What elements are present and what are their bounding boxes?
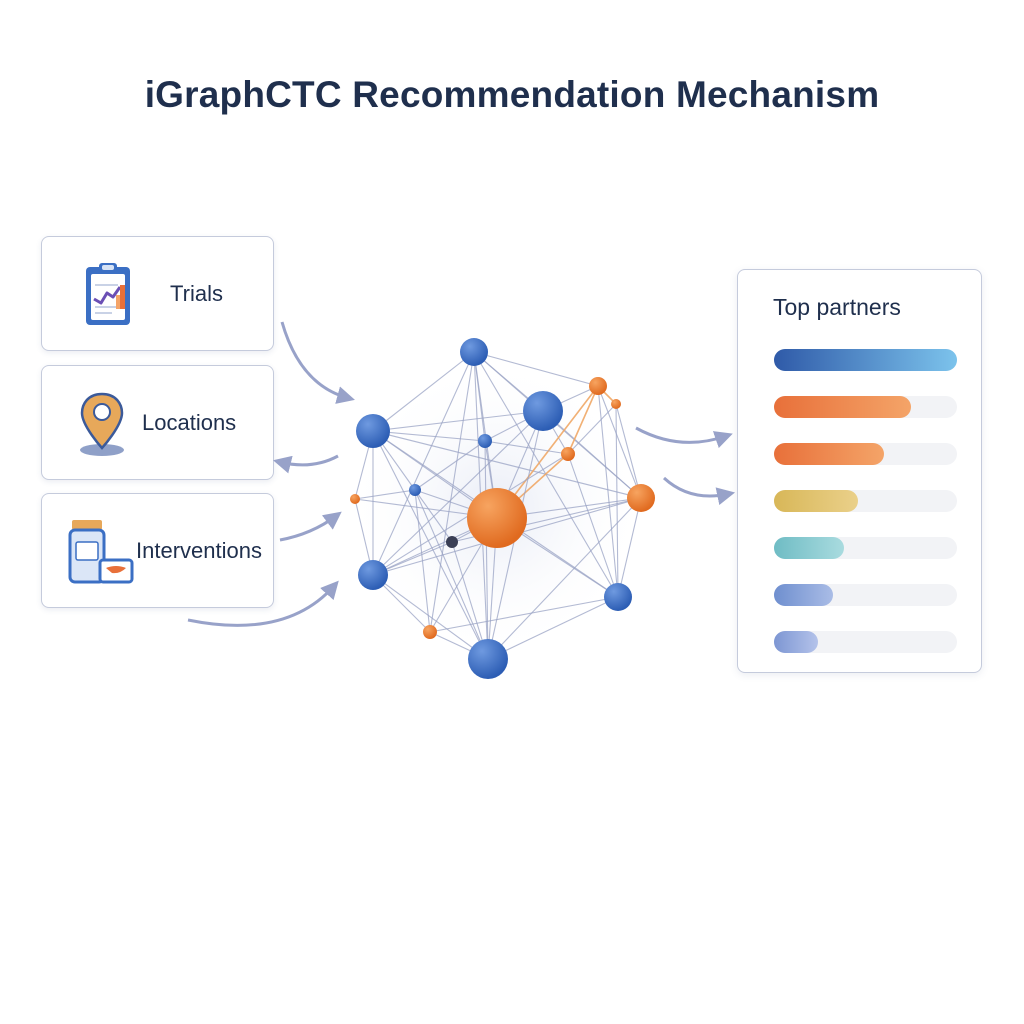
graph-node: [523, 391, 563, 431]
graph-edge: [615, 403, 619, 598]
graph-node: [611, 399, 621, 409]
graph-node: [409, 484, 421, 496]
graph-edge: [354, 489, 416, 500]
graph-edge: [597, 385, 619, 598]
graph-node: [589, 377, 607, 395]
graph-edge: [567, 403, 617, 455]
graph-edge: [567, 453, 619, 598]
partner-bar-4: [774, 490, 858, 512]
graph-edge: [567, 385, 599, 455]
input-label-trials: Trials: [170, 280, 223, 306]
graph-edge: [451, 541, 489, 660]
partner-bar-5: [774, 537, 844, 559]
graph-node: [460, 338, 488, 366]
graph-edge: [487, 596, 619, 660]
graph-node: [468, 639, 508, 679]
arrow-output-1: [635, 426, 733, 449]
input-box-trials: Trials: [41, 236, 274, 351]
partner-bar-track-3: [774, 443, 957, 465]
arrow-combined: [187, 580, 339, 627]
partner-bar-1: [774, 349, 957, 371]
input-box-locations: Locations: [41, 365, 274, 480]
page-title: iGraphCTC Recommendation Mechanism: [144, 74, 880, 115]
graph-edge: [372, 410, 544, 432]
partner-bar-track-4: [774, 490, 957, 512]
graph-edge: [414, 440, 486, 491]
graph-node: [604, 583, 632, 611]
graph-node: [350, 494, 360, 504]
partner-bar-7: [774, 631, 818, 653]
arrow-locations: [273, 454, 339, 474]
arrow-interventions: [279, 511, 342, 542]
partner-bar-3: [774, 443, 884, 465]
graph-edge: [617, 497, 642, 598]
graph-edge: [429, 351, 475, 633]
partner-bar-track-1: [774, 349, 957, 371]
top-partners-panel: Top partners: [737, 269, 982, 673]
graph-edge: [372, 574, 489, 660]
graph-node: [627, 484, 655, 512]
graph-edge: [542, 410, 642, 499]
clipboard-chart-icon: [72, 259, 144, 331]
graph-edge: [487, 497, 642, 660]
graph-edge: [372, 410, 544, 576]
graph-center-node: [467, 488, 527, 548]
partner-bar-track-7: [774, 631, 957, 653]
graph-node: [446, 536, 458, 548]
graph-edge: [372, 430, 642, 499]
graph-edge: [473, 351, 599, 387]
graph-edge: [372, 351, 475, 576]
input-label-interventions: Interventions: [136, 537, 262, 563]
top-partners-title: Top partners: [773, 294, 901, 320]
arrow-output-2: [662, 476, 736, 506]
partner-bar-6: [774, 584, 833, 606]
graph-node: [423, 625, 437, 639]
graph-node: [356, 414, 390, 448]
graph-edge: [372, 430, 486, 442]
partner-bar-track-5: [774, 537, 957, 559]
graph-edge: [429, 596, 619, 633]
map-pin-icon: [72, 388, 144, 460]
partner-bar-track-2: [774, 396, 957, 418]
partner-bar-2: [774, 396, 911, 418]
graph-edge: [372, 430, 489, 660]
medicine-bottle-icon: [64, 516, 136, 588]
arrow-trials: [280, 321, 355, 404]
graph-nodes: [350, 338, 655, 679]
graph-edge: [484, 440, 569, 455]
graph-edge: [615, 403, 642, 499]
graph-node: [358, 560, 388, 590]
partner-bar-track-6: [774, 584, 957, 606]
input-box-interventions: Interventions: [41, 493, 274, 608]
graph-node: [561, 447, 575, 461]
graph-edge: [414, 489, 489, 660]
graph-node: [478, 434, 492, 448]
input-label-locations: Locations: [142, 409, 237, 435]
graph-edge: [484, 440, 489, 660]
graph-edge: [597, 385, 642, 499]
graph-edge: [372, 351, 475, 432]
